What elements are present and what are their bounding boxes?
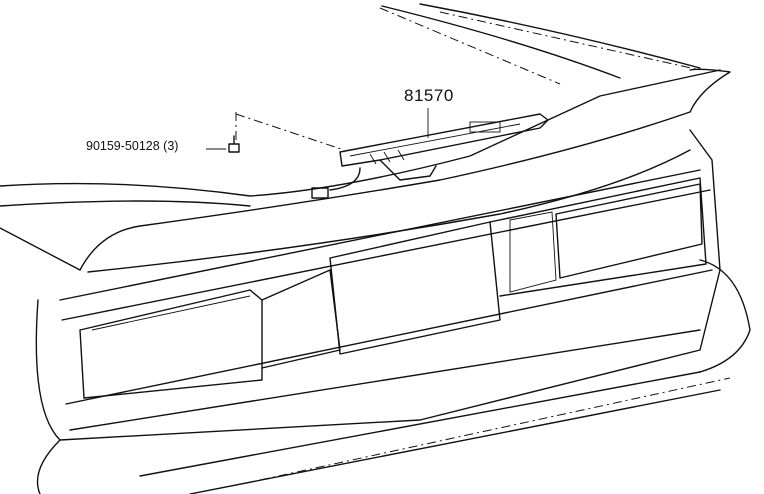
- high-mount-stop-lamp: [311, 113, 549, 199]
- center-garnish: [329, 221, 501, 355]
- screw-part-number-label: 90159-50128 (3): [86, 139, 179, 153]
- screw-fastener: [228, 135, 240, 153]
- trunk-lid: [0, 68, 731, 273]
- rear-panel: [35, 129, 721, 441]
- right-tail-lamp: [489, 177, 707, 297]
- part-number-81570-label: 81570: [404, 86, 454, 105]
- left-tail-lamp: [79, 269, 341, 399]
- rear-bumper: [36, 259, 751, 494]
- callout-leaders: [206, 108, 429, 151]
- rear-window-outline: [379, 3, 701, 85]
